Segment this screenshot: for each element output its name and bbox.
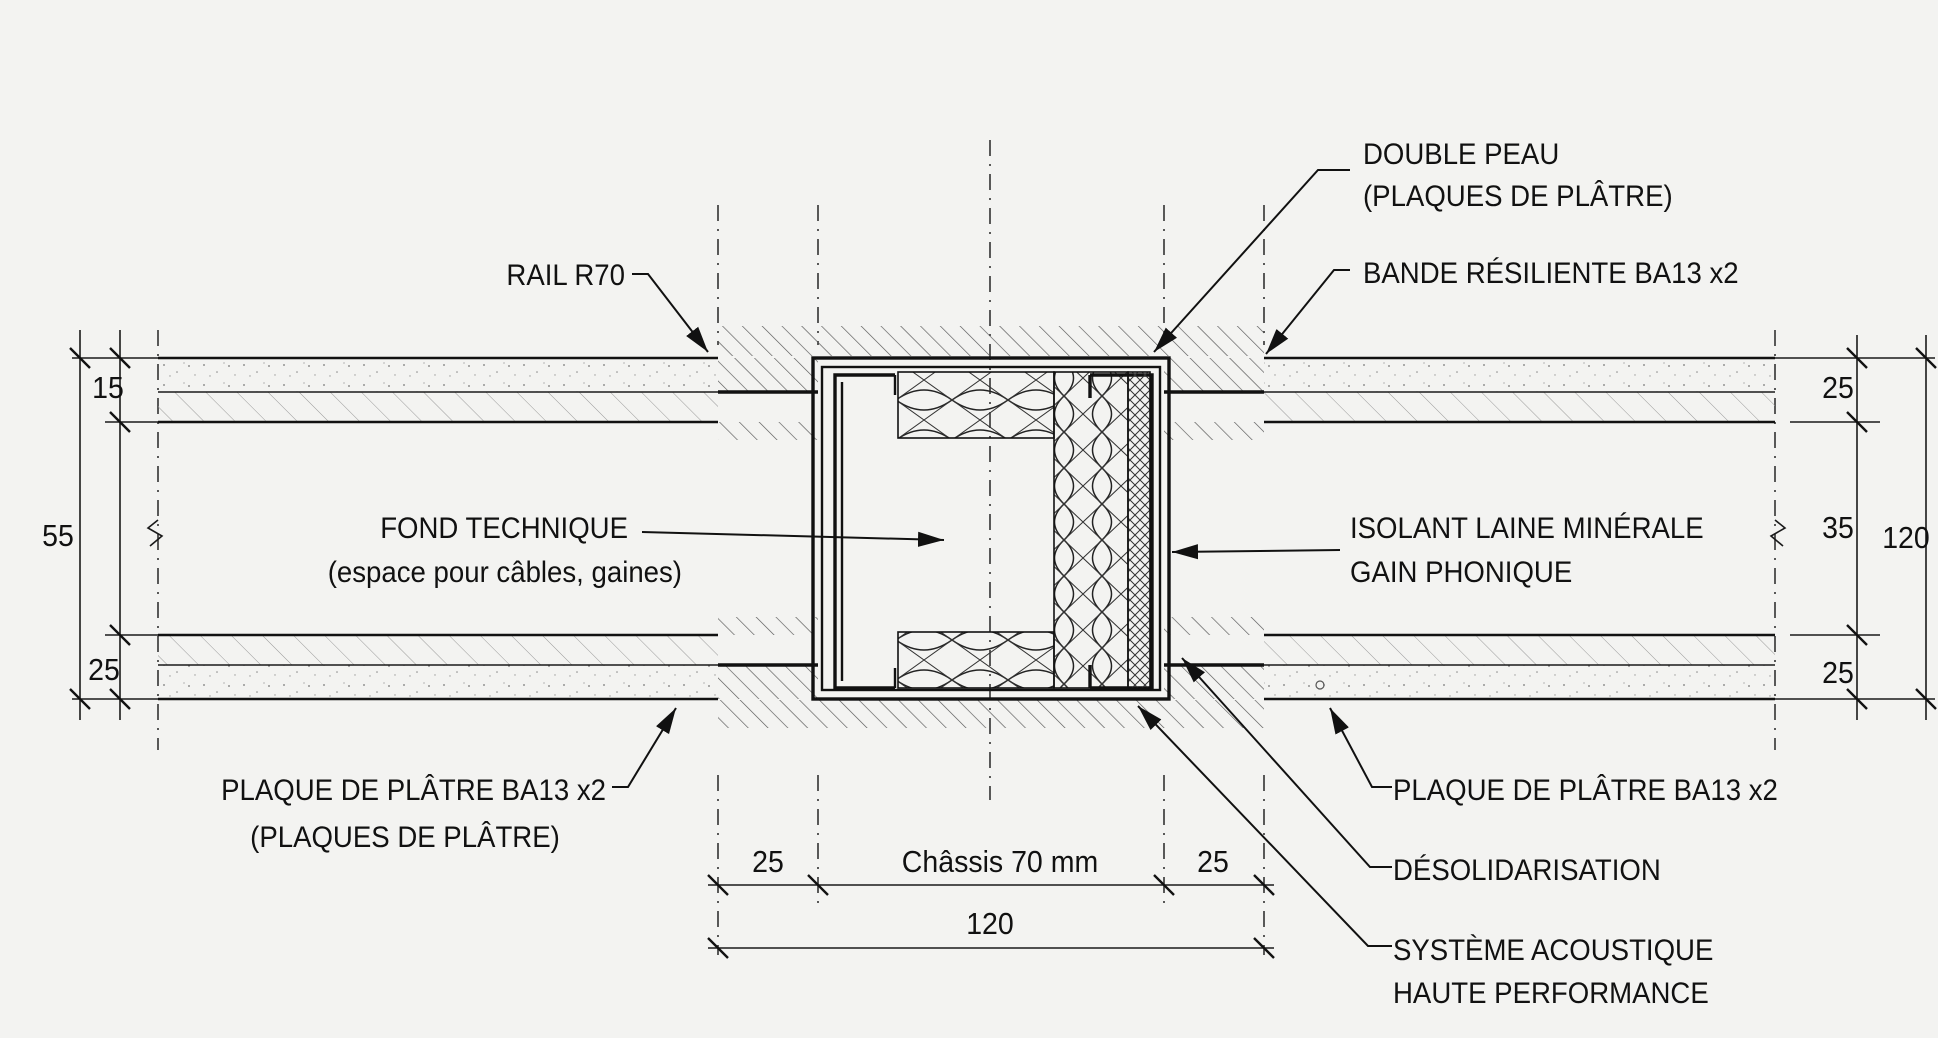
wall-boards-right — [1264, 356, 1775, 701]
dimension-left — [69, 330, 164, 720]
label-systeme-line2: HAUTE PERFORMANCE — [1393, 977, 1709, 1010]
dim-right-mid: 35 — [1822, 511, 1854, 545]
label-desolidarisation: DÉSOLIDARISATION — [1393, 853, 1661, 887]
dim-right-total: 120 — [1882, 521, 1930, 555]
label-isolant-line1: ISOLANT LAINE MINÉRALE — [1350, 511, 1704, 545]
dimension-bottom — [707, 874, 1275, 959]
label-plaque-right: PLAQUE DE PLÂTRE BA13 x2 — [1393, 773, 1778, 807]
label-systeme-line1: SYSTÈME ACOUSTIQUE — [1393, 933, 1713, 967]
chassis-section — [718, 326, 1264, 728]
dim-left-total: 55 — [42, 519, 74, 553]
dim-right-bottom: 25 — [1822, 656, 1854, 690]
dim-bottom-right: 25 — [1197, 845, 1229, 879]
label-fond-technique-line1: FOND TECHNIQUE — [380, 512, 628, 545]
label-rail-r70: RAIL R70 — [506, 259, 625, 292]
dim-bottom-left: 25 — [752, 845, 784, 879]
label-double-peau-line2: (PLAQUES DE PLÂTRE) — [1363, 179, 1673, 213]
dim-left-bottom: 25 — [88, 653, 120, 687]
label-isolant-line2: GAIN PHONIQUE — [1350, 556, 1572, 589]
label-fond-technique-line2: (espace pour câbles, gaines) — [328, 556, 682, 589]
dim-left-top: 15 — [92, 371, 124, 405]
wall-boards-left — [158, 356, 718, 701]
label-bande-resiliente: BANDE RÉSILIENTE BA13 x2 — [1363, 256, 1739, 290]
label-double-peau-line1: DOUBLE PEAU — [1363, 138, 1559, 171]
dimension-right — [1769, 335, 1937, 720]
label-plaque-left-line2: (PLAQUES DE PLÂTRE) — [250, 820, 560, 854]
dim-bottom-chassis: Châssis 70 mm — [902, 845, 1098, 879]
label-plaque-left-line1: PLAQUE DE PLÂTRE BA13 x2 — [221, 773, 606, 807]
leaders — [612, 169, 1392, 947]
dim-bottom-total: 120 — [966, 907, 1014, 941]
dim-right-top: 25 — [1822, 371, 1854, 405]
